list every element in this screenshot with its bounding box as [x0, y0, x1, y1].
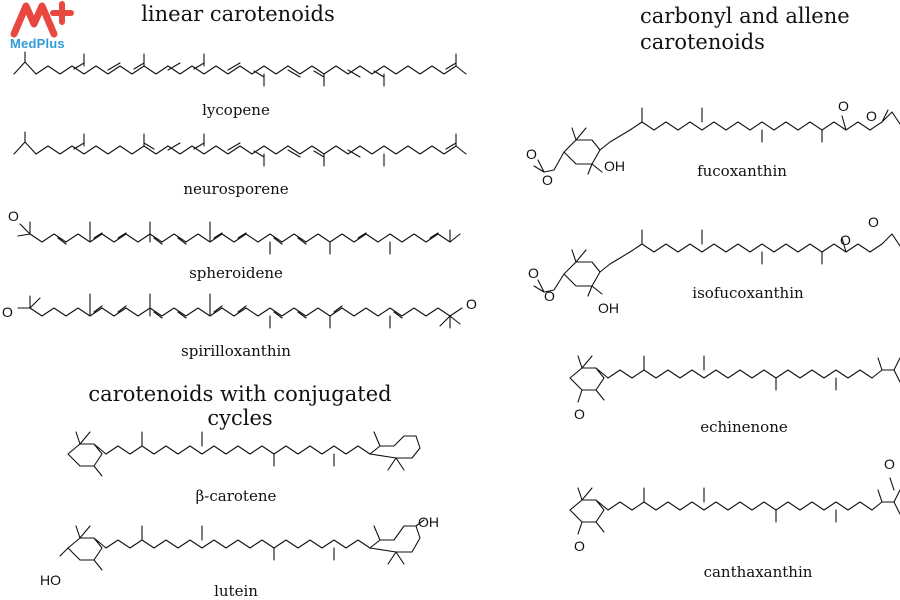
fucoxanthin-hydroxyl: OH — [604, 158, 625, 174]
isofucoxanthin-hydroxyl: OH — [598, 300, 619, 316]
label-lycopene: lycopene — [202, 101, 270, 119]
lycopene-structure — [13, 51, 467, 87]
heading-linear-carotenoids: linear carotenoids — [141, 2, 335, 26]
label-canthaxanthin: canthaxanthin — [703, 563, 813, 581]
isofucoxanthin-oxygen-acetyl: O — [528, 265, 539, 281]
fucoxanthin-ketone-oxygen: O — [838, 98, 849, 114]
label-spheroidene: spheroidene — [189, 264, 283, 282]
label-fucoxanthin: fucoxanthin — [697, 162, 787, 180]
neurosporene-structure — [13, 131, 467, 167]
label-beta-carotene: β-carotene — [195, 487, 277, 505]
label-lutein: lutein — [214, 582, 258, 600]
label-spirilloxanthin: spirilloxanthin — [181, 342, 291, 360]
fucoxanthin-oxygen-ester: O — [542, 172, 553, 188]
medplus-logo-mark — [10, 1, 74, 38]
fucoxanthin-oxygen-acetyl: O — [526, 146, 537, 162]
spheroidene-structure — [17, 221, 461, 255]
heading-carbonyl-allene-line1: carbonyl and allene — [640, 4, 850, 28]
heading-conjugated-cycles: carotenoids with conjugated cycles — [88, 382, 392, 430]
echinenone-structure — [569, 355, 900, 403]
label-neurosporene: neurosporene — [183, 180, 289, 198]
label-isofucoxanthin: isofucoxanthin — [692, 284, 804, 302]
lutein-hydroxyl-left: HO — [40, 572, 61, 588]
fucoxanthin-structure — [533, 107, 900, 175]
spheroidene-oxygen: O — [8, 208, 19, 224]
logo-text: MedPlus — [10, 36, 65, 51]
lutein-structure — [59, 519, 425, 571]
spirilloxanthin-structure — [17, 293, 463, 329]
medplus-logo: MedPlus — [8, 0, 78, 56]
isofucoxanthin-oxygen-ester: O — [544, 288, 555, 304]
canthaxanthin-ketone-oxygen-left: O — [574, 538, 585, 554]
fucoxanthin-epoxide-oxygen: O — [866, 108, 877, 124]
isofucoxanthin-ring-oxygen: O — [868, 214, 879, 230]
isofucoxanthin-ketone-oxygen: O — [840, 232, 851, 248]
lutein-hydroxyl-right: OH — [418, 514, 439, 530]
canthaxanthin-structure — [569, 477, 900, 535]
label-echinenone: echinenone — [700, 418, 788, 436]
spirilloxanthin-oxygen-right: O — [466, 296, 477, 312]
spirilloxanthin-oxygen-left: O — [2, 304, 13, 320]
echinenone-ketone-oxygen: O — [574, 406, 585, 422]
canthaxanthin-ketone-oxygen-right: O — [884, 456, 895, 472]
beta-carotene-structure — [67, 431, 421, 477]
isofucoxanthin-structure — [533, 229, 900, 297]
heading-carbonyl-allene-line2: carotenoids — [640, 30, 765, 54]
